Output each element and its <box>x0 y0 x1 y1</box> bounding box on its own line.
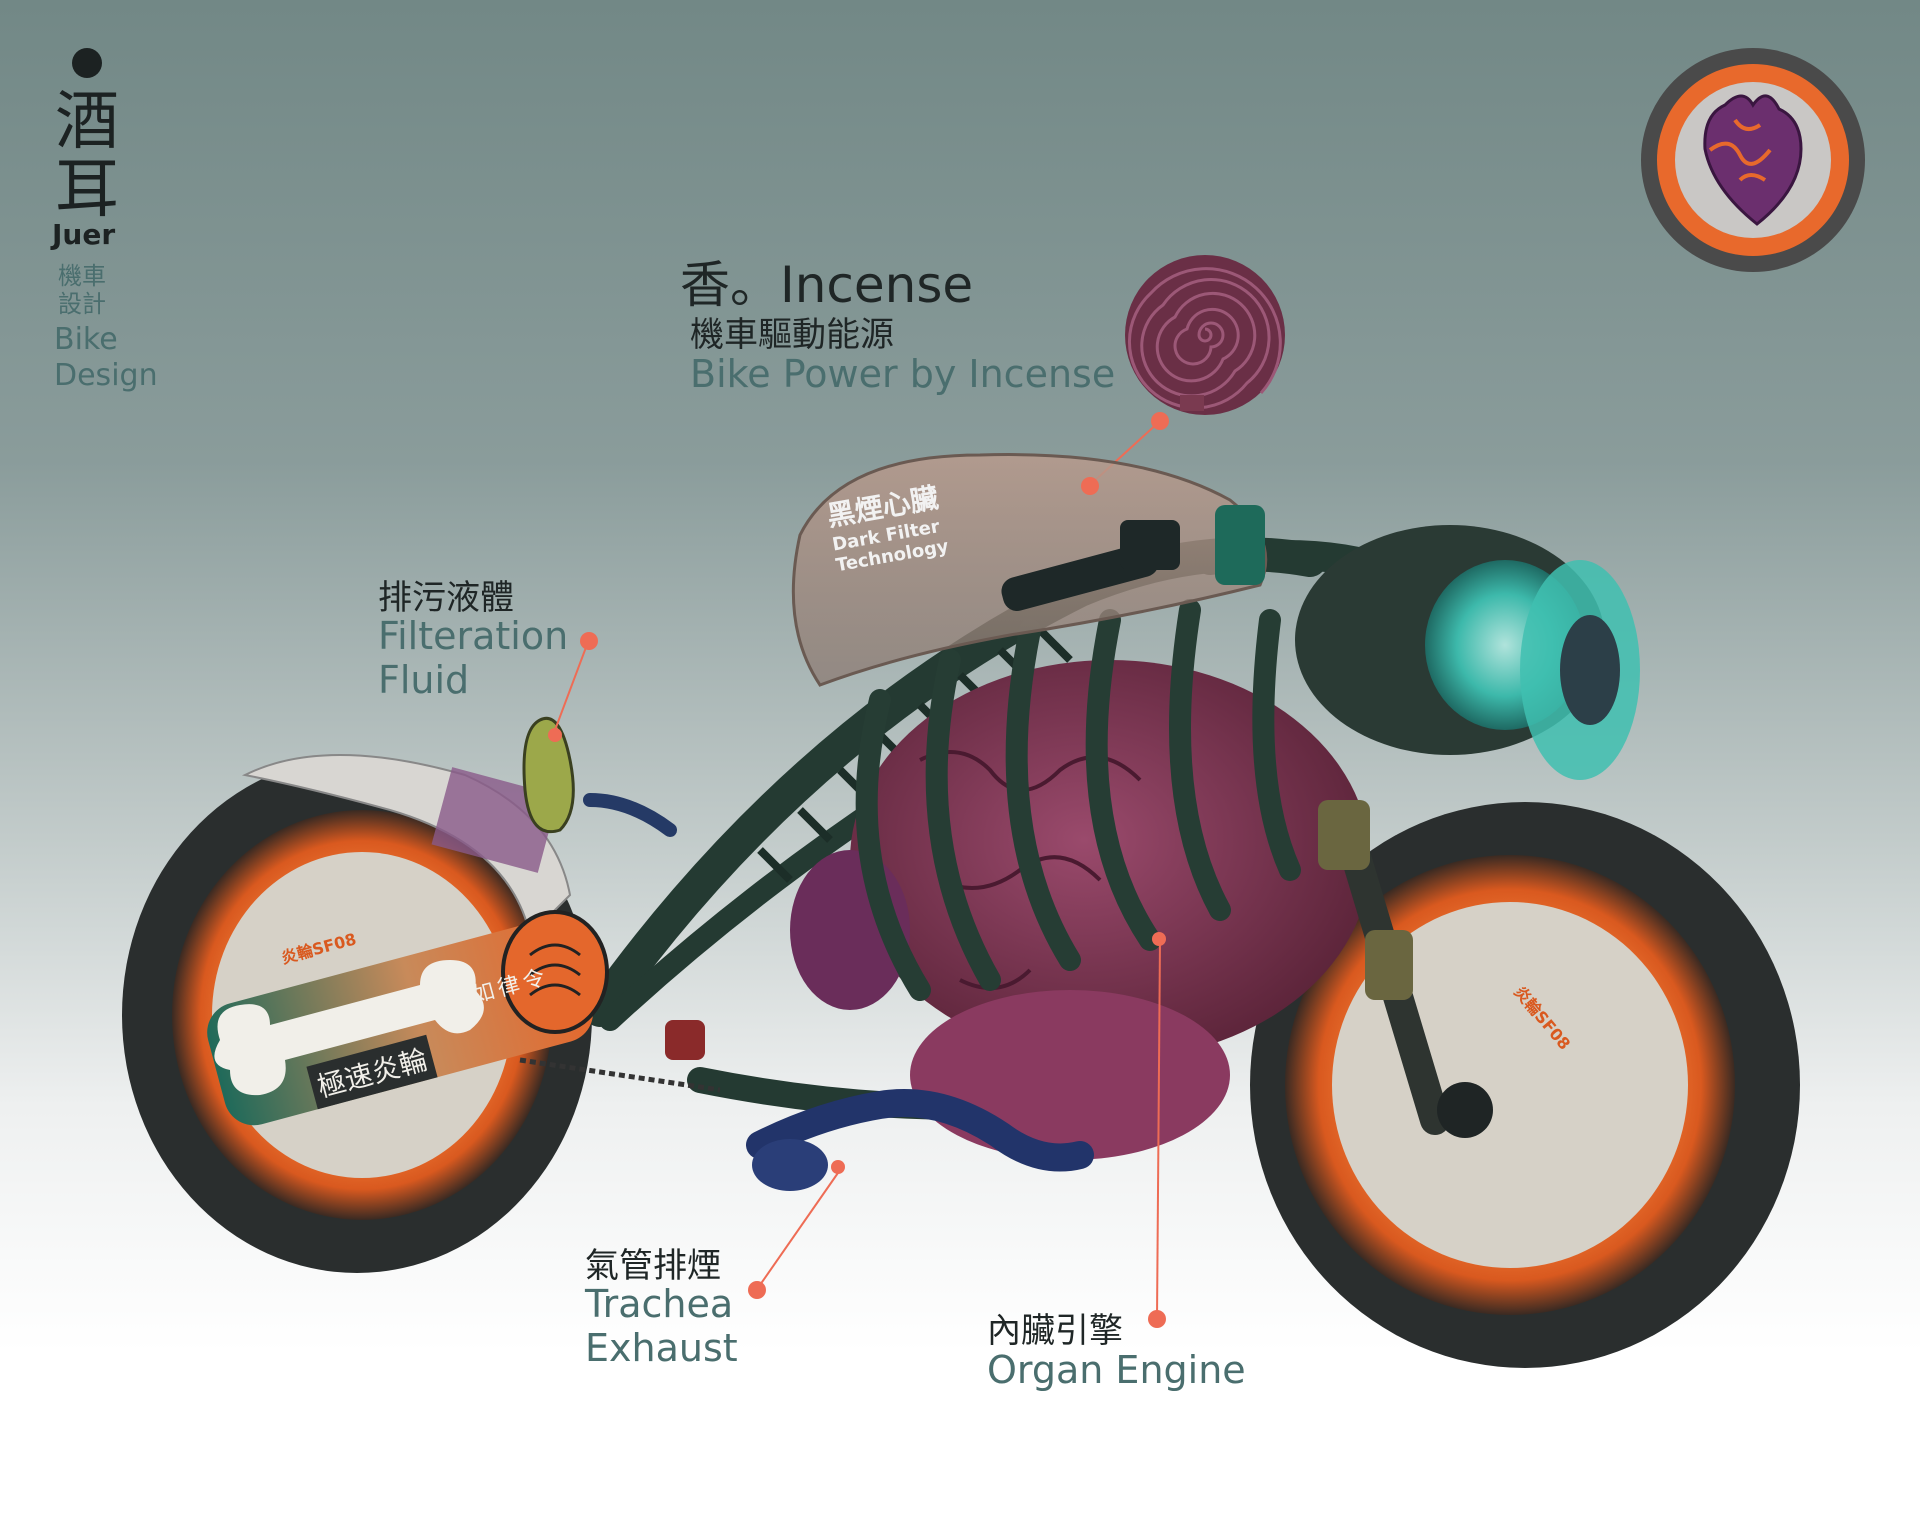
brand-category-en-1: Bike <box>54 322 118 357</box>
organ-pointer-line <box>1156 939 1161 1319</box>
filtration-pointer-line <box>554 641 589 731</box>
trachea-pointer-line <box>759 1169 841 1286</box>
trachea-dot <box>748 1281 766 1299</box>
rib-cage <box>855 599 1301 1001</box>
handlebar <box>1001 505 1265 611</box>
trachea-label-en: Trachea Exhaust <box>585 1282 738 1370</box>
filtration-label-en-1: Filteration <box>378 614 569 658</box>
front-fork <box>1318 800 1493 1138</box>
filtration-label-en-2: Fluid <box>378 658 470 702</box>
heart-icon <box>1703 94 1803 226</box>
organ-label-en: Organ Engine <box>987 1348 1246 1392</box>
organ-engine-dot <box>1152 932 1166 946</box>
organ-dot <box>1148 1310 1166 1328</box>
exhaust-pipe <box>207 910 609 1126</box>
fuel-tank <box>791 453 1268 687</box>
tank-dot <box>1081 477 1099 495</box>
brand-category-en: Bike Design <box>54 322 158 394</box>
trachea-pipe <box>746 1089 1094 1172</box>
skull-headlight <box>1295 525 1640 780</box>
organ-label-cn: 內臟引擎 <box>987 1311 1123 1351</box>
incense-subtitle-cn: 機車驅動能源 <box>690 315 894 355</box>
brand-name-en: Juer <box>52 218 116 251</box>
filtration-cap-dot <box>548 728 562 742</box>
incense-title: 香。Incense <box>680 256 974 314</box>
trachea-pipe-dot <box>831 1160 845 1174</box>
filtration-dot <box>580 632 598 650</box>
trachea-label-en-1: Trachea <box>585 1282 734 1326</box>
heart-badge <box>1641 48 1865 272</box>
trachea-label-en-2: Exhaust <box>585 1326 738 1370</box>
filtration-label-cn: 排污液體 <box>378 578 514 618</box>
filtration-fluid-cap <box>522 641 677 837</box>
brand-category-en-2: Design <box>54 358 158 393</box>
trachea-label-cn: 氣管排煙 <box>585 1246 721 1286</box>
brand-name-cn: 酒耳 <box>55 85 119 227</box>
brand-dot-icon <box>72 48 102 78</box>
bone-icon <box>214 960 484 1096</box>
filtration-label-en: Filteration Fluid <box>378 614 568 702</box>
incense-subtitle-en: Bike Power by Incense <box>690 352 1116 396</box>
incense-dot <box>1151 412 1169 430</box>
incense-coil <box>1089 255 1285 486</box>
brand-category-cn: 機車設計 <box>58 262 106 318</box>
